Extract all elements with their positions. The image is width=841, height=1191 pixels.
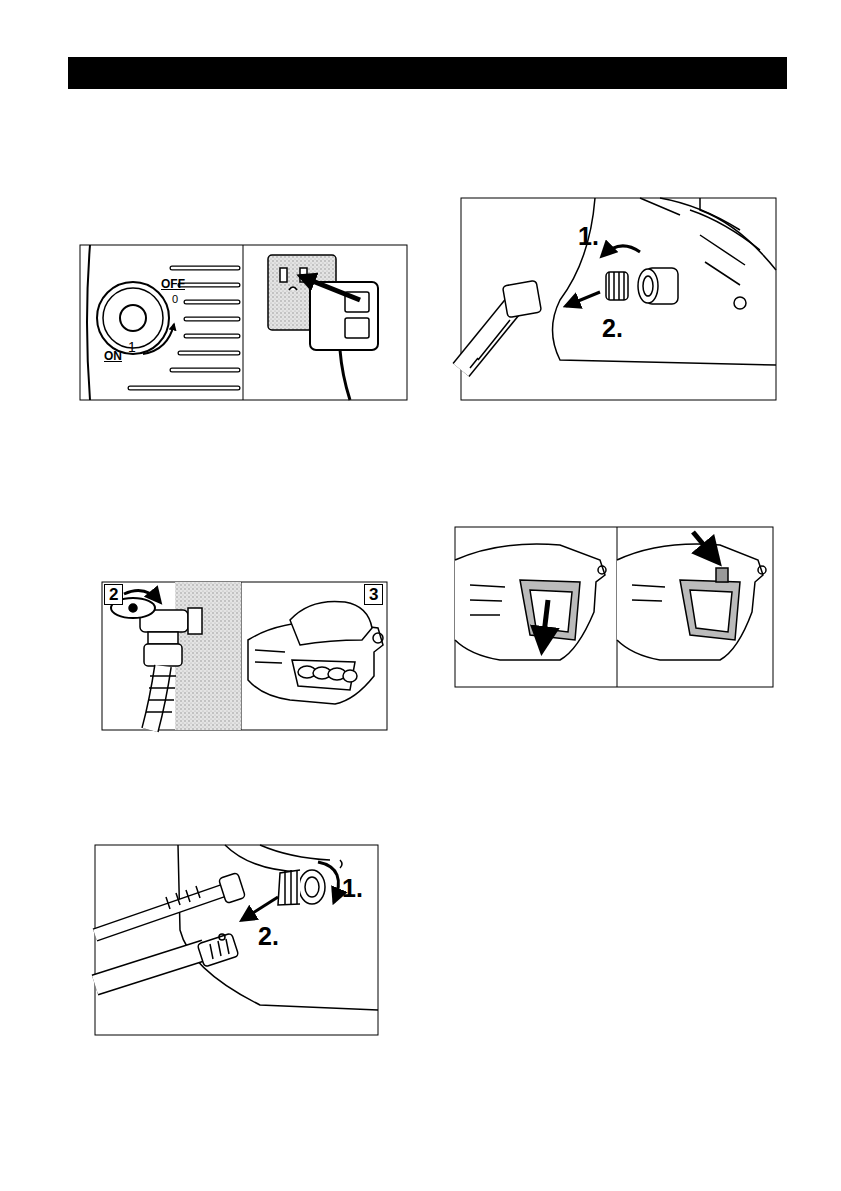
- outlet-connection-panel: [95, 845, 378, 1035]
- switch-plug-panel: [80, 245, 407, 400]
- switch-marking: OFF: [161, 278, 185, 290]
- inlet-connection-panel: [461, 198, 776, 400]
- tap-trigger-panel-part: [373, 633, 383, 643]
- inlet-connection-panel-part: [643, 276, 653, 296]
- switch-plug-panel-part: [80, 245, 407, 400]
- outlet-connection-panel-part: [285, 870, 297, 905]
- switch-plug-panel-part: [130, 386, 238, 391]
- tap-trigger-panel-part: [124, 590, 160, 602]
- inlet-connection-panel-part: [553, 198, 777, 365]
- step-number: 2.: [602, 316, 623, 341]
- switch-plug-panel-part: [97, 282, 169, 354]
- panel-number: 2: [104, 584, 123, 605]
- outlet-connection-panel-part: [318, 862, 338, 902]
- inlet-connection-panel-part: [734, 297, 746, 309]
- switch-plug-panel-part: [243, 245, 244, 400]
- tap-trigger-panel-part: [188, 608, 202, 634]
- trigger-safety-panel-part: [690, 590, 732, 632]
- outlet-connection-panel-part: [210, 939, 229, 959]
- trigger-safety-panel-part: [680, 580, 740, 640]
- switch-marking: 1: [128, 340, 136, 354]
- inlet-connection-panel-part: [609, 272, 624, 300]
- outlet-connection-panel-part: [166, 886, 200, 909]
- outlet-connection-panel-part: [340, 860, 342, 868]
- step-number: 1.: [342, 876, 363, 901]
- inlet-connection-panel-part: [502, 280, 541, 317]
- outlet-connection-panel-part: [178, 845, 378, 1010]
- tap-trigger-panel: [102, 582, 387, 730]
- trigger-safety-panel-part: [693, 532, 718, 562]
- trigger-safety-panel-part: [455, 527, 773, 687]
- inlet-connection-panel-part: [566, 292, 600, 306]
- inlet-connection-panel-part: [602, 246, 640, 256]
- tap-trigger-panel-part: [102, 582, 387, 730]
- switch-plug-panel-part: [120, 305, 146, 331]
- step-number: 2.: [258, 924, 279, 949]
- header-bar: [68, 57, 787, 89]
- tap-trigger-panel-part: [146, 676, 176, 712]
- trigger-safety-panel-part: [455, 544, 605, 660]
- switch-plug-panel-part: [103, 288, 163, 348]
- inlet-connection-panel-part: [461, 198, 776, 400]
- trigger-safety-panel-part: [617, 544, 763, 660]
- trigger-safety-panel-part: [758, 566, 766, 574]
- switch-marking: ON: [104, 350, 122, 362]
- tap-trigger-panel-part: [290, 601, 372, 645]
- outlet-connection-panel-part: [299, 870, 325, 904]
- switch-plug-panel-part: [289, 287, 297, 290]
- trigger-safety-panel: [455, 527, 773, 687]
- tap-trigger-panel-part: [343, 670, 357, 682]
- tap-trigger-panel-part: [144, 644, 182, 666]
- trigger-safety-panel-part: [716, 568, 728, 582]
- trigger-safety-panel-part: [470, 585, 505, 615]
- switch-plug-panel-part: [300, 276, 360, 300]
- tap-trigger-panel-part: [255, 650, 285, 663]
- outlet-connection-panel-part: [242, 897, 278, 920]
- outlet-connection-panel-part: [197, 933, 239, 967]
- switch-plug-panel-part: [143, 324, 174, 354]
- outlet-connection-panel-part: [305, 877, 319, 897]
- tap-trigger-panel-part: [129, 604, 137, 612]
- inlet-connection-panel-part: [638, 269, 658, 303]
- outlet-connection-panel-part: [219, 934, 225, 940]
- trigger-safety-panel-part: [598, 566, 606, 574]
- outlet-connection-panel-part: [95, 950, 205, 985]
- trigger-safety-panel-part: [542, 600, 548, 650]
- switch-plug-panel-part: [280, 268, 287, 282]
- switch-plug-panel-part: [340, 350, 350, 400]
- switch-plug-panel-part: [87, 245, 90, 400]
- tap-trigger-panel-part: [148, 632, 178, 644]
- inlet-connection-panel-part: [700, 198, 776, 270]
- panel-number: 3: [364, 584, 383, 605]
- outlet-connection-panel-part: [218, 873, 245, 904]
- trigger-safety-panel-part: [632, 585, 665, 601]
- outlet-connection-panel-part: [278, 870, 300, 905]
- outlet-connection-panel-part: [95, 890, 225, 935]
- switch-plug-panel-part: [130, 387, 238, 390]
- outlet-connection-panel-part: [225, 845, 330, 872]
- trigger-safety-panel-part: [530, 590, 572, 632]
- outlet-connection-panel-part: [95, 950, 205, 985]
- inlet-connection-panel-part: [470, 320, 510, 368]
- switch-marking: 0: [172, 294, 178, 305]
- outlet-connection-panel-part: [95, 845, 378, 1035]
- trigger-safety-panel-part: [520, 580, 580, 640]
- tap-trigger-panel-part: [175, 582, 241, 730]
- inlet-connection-panel-part: [606, 272, 628, 300]
- switch-plug-panel-part: [345, 318, 369, 338]
- step-number: 1.: [578, 224, 599, 249]
- outlet-connection-panel-part: [95, 890, 225, 935]
